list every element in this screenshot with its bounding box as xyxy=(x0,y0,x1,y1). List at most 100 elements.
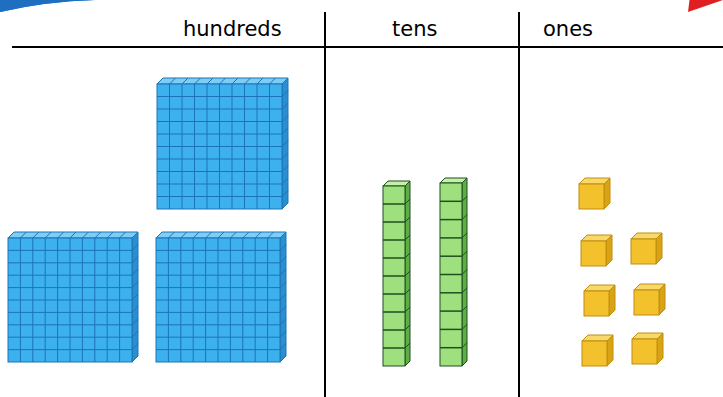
base-ten-blocks xyxy=(8,78,665,366)
rod-line xyxy=(383,221,405,223)
grid-line xyxy=(282,103,288,109)
column-header: tens xyxy=(392,17,437,42)
grid-line xyxy=(244,84,245,209)
hundred-flat xyxy=(157,78,288,209)
grid-line xyxy=(132,244,138,250)
column-header: ones xyxy=(543,17,593,42)
grid-line xyxy=(70,232,76,238)
grid-line xyxy=(255,238,256,362)
grid-line xyxy=(82,232,88,238)
rod-line xyxy=(383,347,405,349)
cube-front xyxy=(383,186,405,366)
rod-line xyxy=(440,219,462,221)
grid-line xyxy=(70,238,71,362)
rod-line xyxy=(405,325,410,330)
grid-line xyxy=(8,349,132,350)
grid-line xyxy=(255,232,261,238)
grid-line xyxy=(282,116,288,122)
rod-line xyxy=(405,307,410,312)
grid-line xyxy=(157,159,282,160)
cube-side xyxy=(606,235,612,266)
grid-line xyxy=(132,294,138,300)
grid-line xyxy=(157,184,282,185)
grid-line xyxy=(207,78,213,84)
cube-front xyxy=(584,291,609,316)
rod-line xyxy=(440,201,462,203)
rod-line xyxy=(462,196,467,201)
one-cube xyxy=(634,284,665,315)
grid-line xyxy=(219,84,220,209)
grid-line xyxy=(8,324,132,325)
rod-line xyxy=(405,289,410,294)
cube-side xyxy=(609,285,615,316)
ten-rod xyxy=(383,181,410,366)
rod-line xyxy=(383,293,405,295)
column-header: hundreds xyxy=(183,17,282,42)
grid-line xyxy=(242,238,243,362)
grid-line xyxy=(45,232,51,238)
grid-line xyxy=(280,257,286,263)
rod-line xyxy=(440,292,462,294)
one-cube xyxy=(579,178,610,209)
grid-line xyxy=(95,232,101,238)
grid-line xyxy=(120,232,126,238)
rod-line xyxy=(405,235,410,240)
rod-line xyxy=(405,271,410,276)
cube-top xyxy=(8,232,138,238)
grid-line xyxy=(156,312,280,313)
one-cube xyxy=(584,285,615,316)
grid-line xyxy=(282,128,288,134)
rod-line xyxy=(440,255,462,257)
grid-line xyxy=(282,153,288,159)
grid-line xyxy=(282,166,288,172)
grid-line xyxy=(58,232,64,238)
grid-line xyxy=(132,331,138,337)
grid-line xyxy=(82,238,83,362)
cube-side xyxy=(607,335,613,366)
grid-line xyxy=(132,344,138,350)
grid-line xyxy=(218,232,224,238)
cube-side xyxy=(405,181,410,366)
cube-side xyxy=(604,178,610,209)
rod-line xyxy=(383,329,405,331)
grid-line xyxy=(168,232,174,238)
rod-line xyxy=(383,203,405,205)
grid-line xyxy=(132,319,138,325)
grid-line xyxy=(156,337,280,338)
grid-line xyxy=(230,232,236,238)
rod-line xyxy=(440,237,462,239)
cube-side xyxy=(132,232,138,362)
grid-line xyxy=(243,232,249,238)
grid-line xyxy=(232,84,233,209)
grid-line xyxy=(270,78,276,84)
grid-line xyxy=(107,232,113,238)
rod-line xyxy=(440,329,462,331)
grid-line xyxy=(193,232,199,238)
one-cube xyxy=(581,235,612,266)
rod-line xyxy=(405,253,410,258)
rod-line xyxy=(405,343,410,348)
grid-line xyxy=(170,78,176,84)
grid-line xyxy=(157,171,282,172)
grid-line xyxy=(282,91,288,97)
grid-line xyxy=(119,238,120,362)
one-cube xyxy=(632,333,663,364)
hundred-flat xyxy=(156,232,286,362)
rod-line xyxy=(462,270,467,275)
grid-line xyxy=(132,306,138,312)
column-divider xyxy=(324,12,326,397)
cube-side xyxy=(462,178,467,366)
cube-front xyxy=(632,339,657,364)
grid-line xyxy=(33,232,39,238)
one-cube xyxy=(631,233,662,264)
grid-line xyxy=(268,232,274,238)
grid-line xyxy=(132,257,138,263)
grid-line xyxy=(181,232,187,238)
grid-line xyxy=(156,349,280,350)
grid-line xyxy=(267,238,268,362)
grid-line xyxy=(232,78,238,84)
grid-line xyxy=(218,238,219,362)
cube-top xyxy=(157,78,288,84)
corner-arc xyxy=(0,0,128,10)
